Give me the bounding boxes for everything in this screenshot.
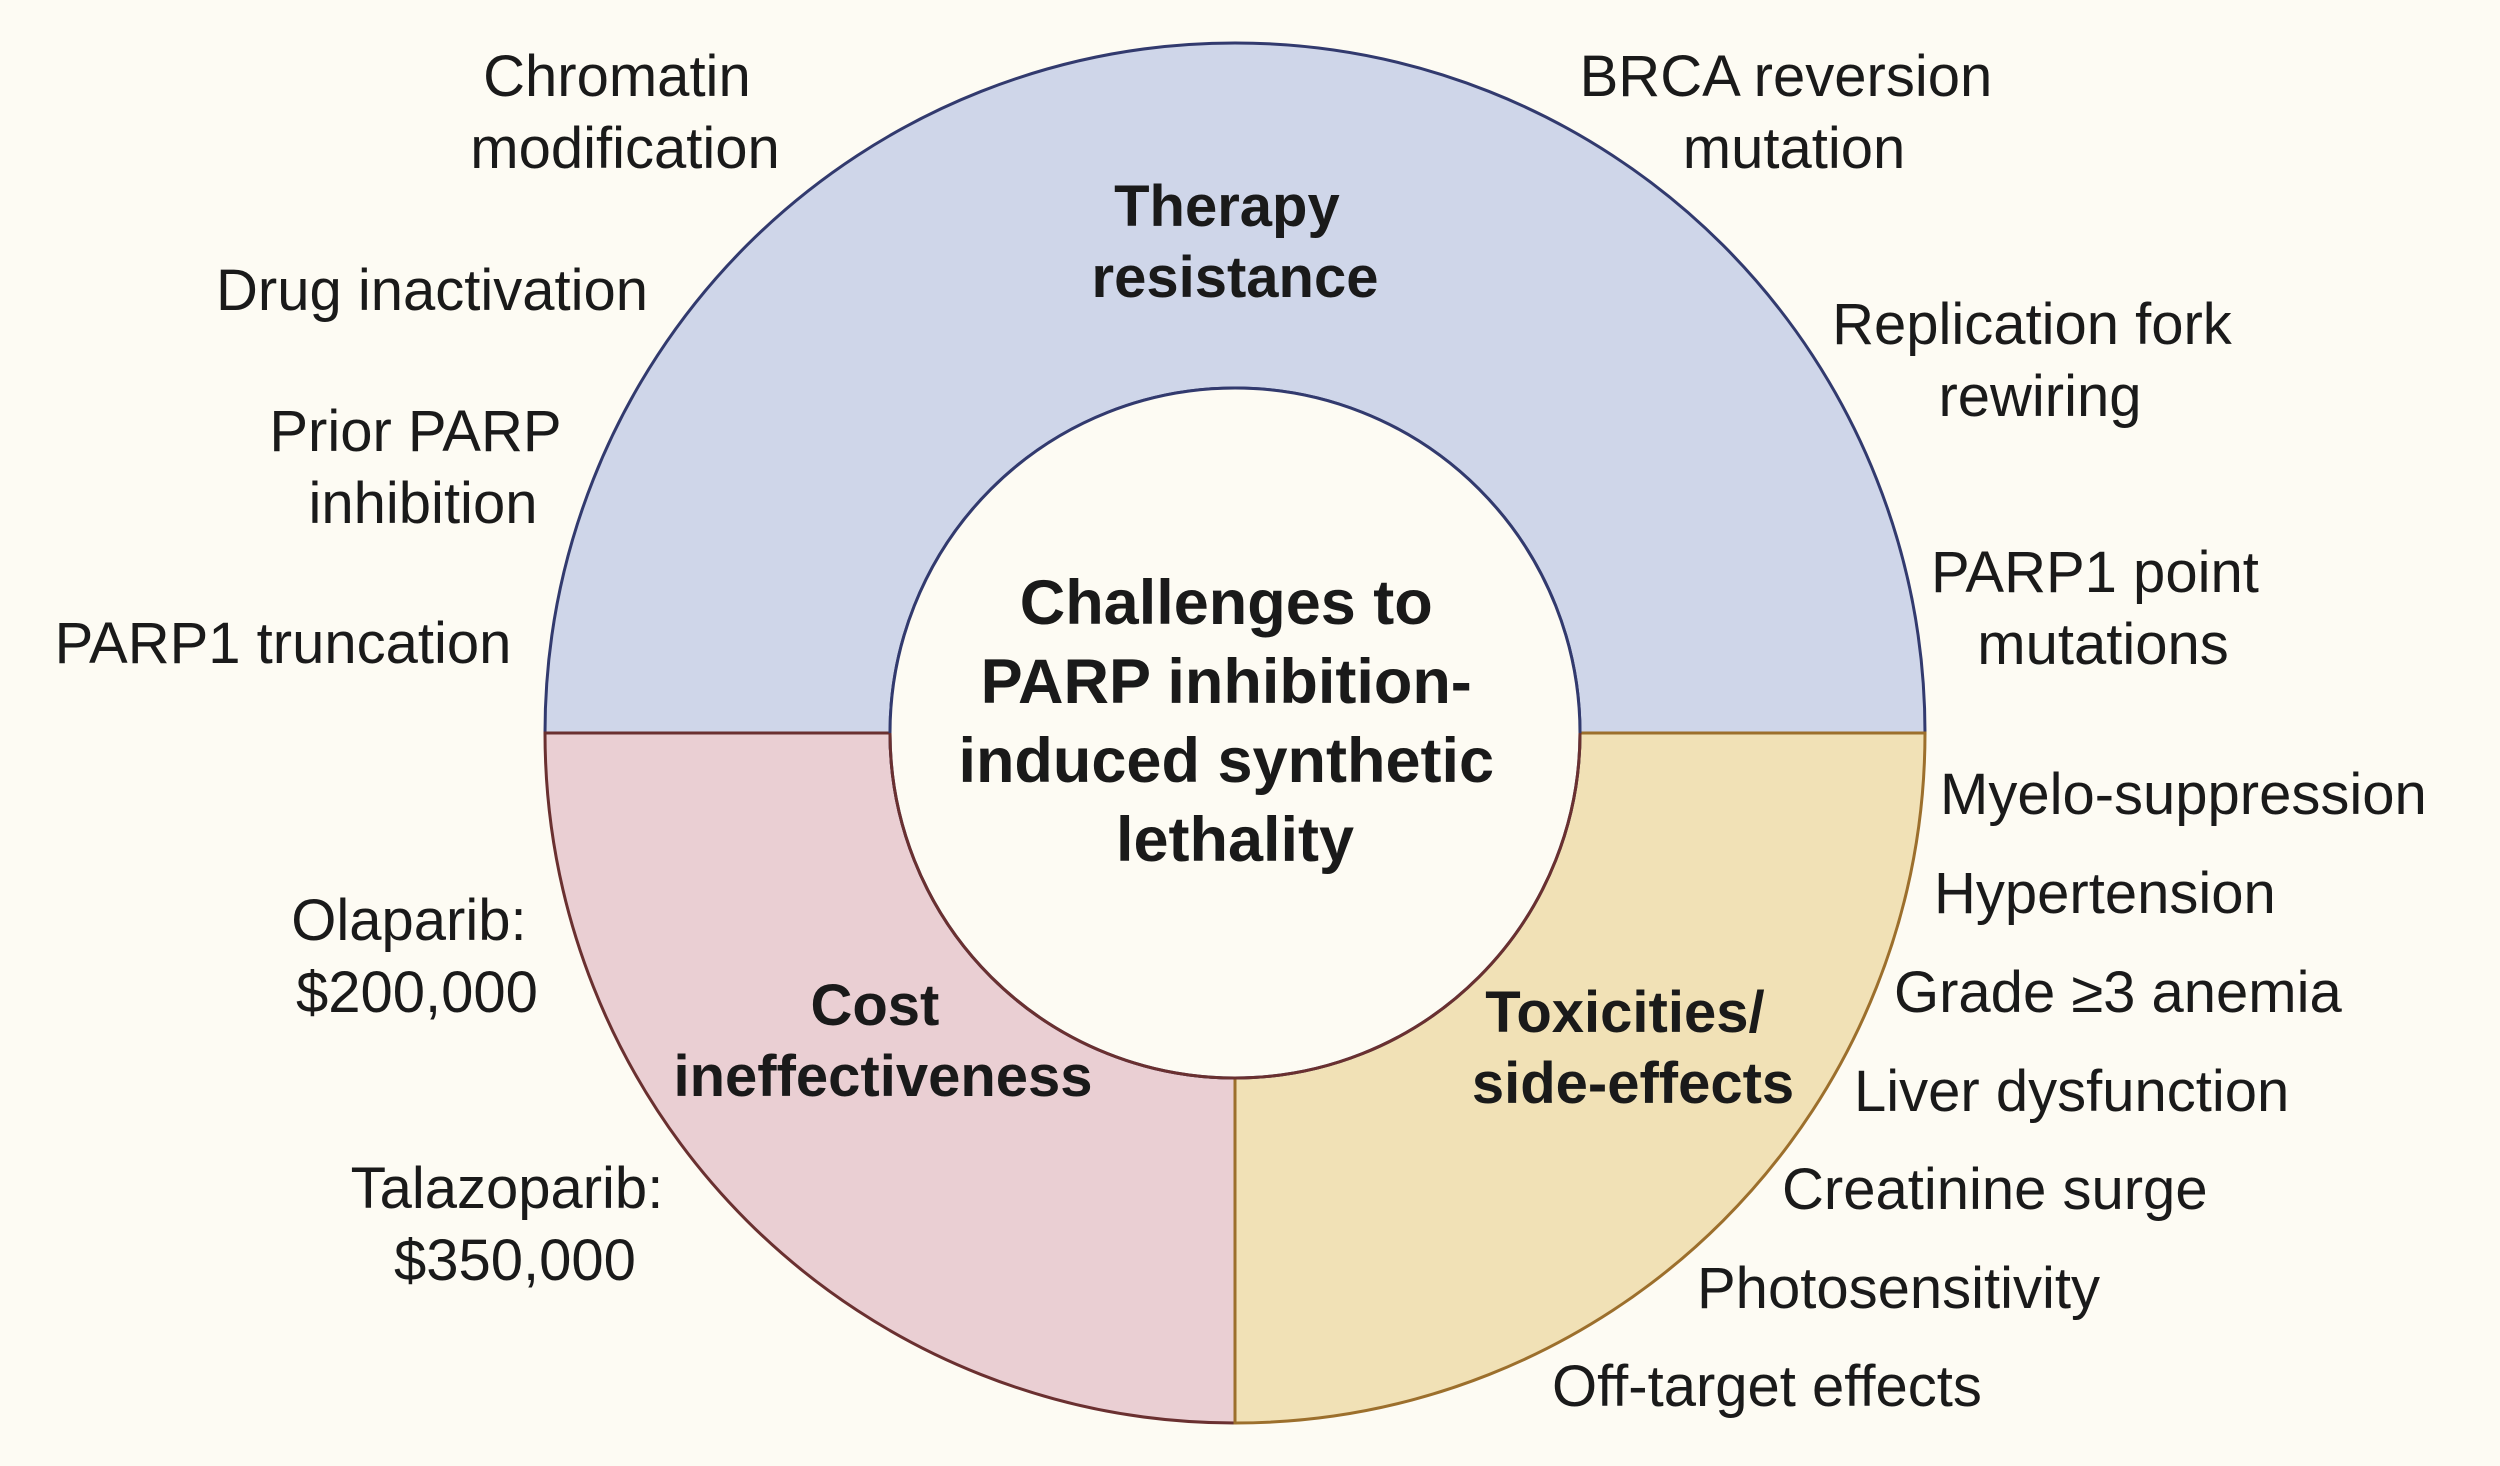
label-line: mutation [1683, 116, 1905, 181]
label-line: Hypertension [1934, 861, 2276, 926]
label-chromatin-modification: Chromatin modification [470, 44, 779, 181]
label-line: Talazoparib: [351, 1156, 664, 1221]
label-line: inhibition [309, 471, 538, 536]
label-line: Replication fork [1832, 292, 2233, 357]
cost-ineffectiveness-title: Cost ineffectiveness [673, 973, 1092, 1109]
label-hypertension: Hypertension [1934, 861, 2276, 926]
label-prior-parp-inhibition: Prior PARP inhibition [269, 399, 576, 536]
label-line: Prior PARP [269, 399, 560, 464]
label-line: modification [470, 116, 779, 181]
label-grade-3-anemia: Grade ≥3 anemia [1894, 960, 2342, 1025]
label-line: Off-target effects [1552, 1354, 1982, 1419]
label-liver-dysfunction: Liver dysfunction [1854, 1059, 2289, 1124]
toxicities-title: Toxicities/ side-effects [1472, 980, 1794, 1116]
segment-title-line: ineffectiveness [673, 1044, 1092, 1109]
label-line: Olaparib: [291, 888, 526, 953]
label-line: mutations [1977, 612, 2228, 677]
center-title-line: lethality [1116, 805, 1354, 875]
label-line: $200,000 [296, 960, 538, 1025]
label-line: Myelo-suppression [1940, 762, 2427, 827]
center-title: Challenges to PARP inhibition- induced s… [958, 568, 1511, 875]
label-line: PARP1 point [1931, 540, 2259, 605]
label-talazoparib-cost: Talazoparib: $350,000 [351, 1156, 680, 1293]
label-line: Photosensitivity [1697, 1256, 2100, 1321]
label-line: $350,000 [394, 1228, 636, 1293]
segment-title-line: Therapy [1114, 174, 1340, 239]
label-myelo-suppression: Myelo-suppression [1940, 762, 2427, 827]
label-parp1-truncation: PARP1 truncation [55, 611, 512, 676]
center-title-line: Challenges to [1020, 568, 1433, 638]
label-creatinine-surge: Creatinine surge [1782, 1157, 2208, 1222]
label-line: Creatinine surge [1782, 1157, 2208, 1222]
label-parp1-point-mutations: PARP1 point mutations [1931, 540, 2275, 677]
label-line: Liver dysfunction [1854, 1059, 2289, 1124]
label-line: Grade ≥3 anemia [1894, 960, 2342, 1025]
segment-title-line: Cost [810, 973, 939, 1038]
label-off-target-effects: Off-target effects [1552, 1354, 1982, 1419]
segment-title-line: Toxicities/ [1485, 980, 1764, 1045]
label-replication-fork-rewiring: Replication fork rewiring [1832, 292, 2248, 429]
label-brca-reversion-mutation: BRCA reversion mutation [1580, 44, 2009, 181]
center-title-line: induced synthetic [958, 726, 1494, 796]
label-line: Drug inactivation [216, 258, 648, 323]
segment-title-line: side-effects [1472, 1051, 1794, 1116]
segment-title-line: resistance [1092, 245, 1379, 310]
center-title-line: PARP inhibition- [981, 647, 1472, 717]
label-line: rewiring [1938, 364, 2141, 429]
center-circle-lower-outline [888, 732, 1582, 1080]
label-drug-inactivation: Drug inactivation [216, 258, 648, 323]
label-line: BRCA reversion [1580, 44, 1993, 109]
label-line: Chromatin [483, 44, 751, 109]
therapy-resistance-title: Therapy resistance [1092, 174, 1379, 310]
label-olaparib-cost: Olaparib: $200,000 [291, 888, 542, 1025]
label-line: PARP1 truncation [55, 611, 512, 676]
label-photosensitivity: Photosensitivity [1697, 1256, 2100, 1321]
